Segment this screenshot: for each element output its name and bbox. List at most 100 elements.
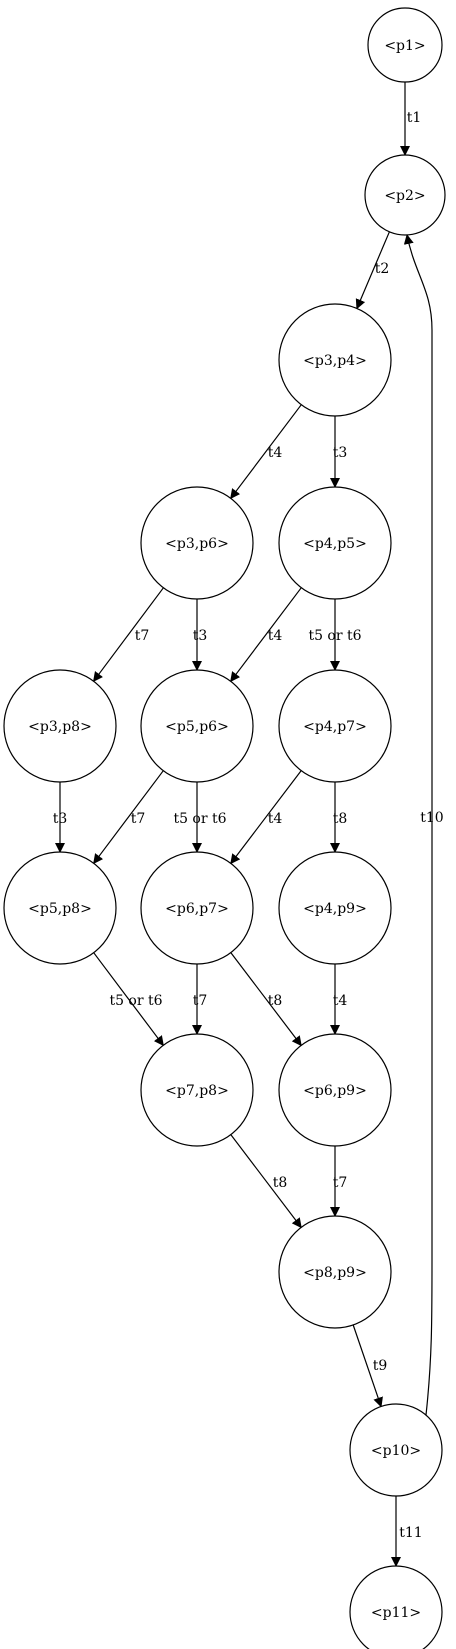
edge-p4p7-to-p4p9: t8 [330,782,348,853]
edge-label: t2 [375,261,390,277]
edge-label: t3 [53,811,68,827]
node-circle [140,486,254,600]
edge-p2-to-p3p4: t2 [355,231,390,310]
node-circle [3,669,117,783]
node-p3p8: <p3,p8> [3,669,117,783]
node-circle [349,1403,443,1497]
edge-label: t5 or t6 [308,628,361,644]
edge-p5p6-to-p6p7: t5 or t6 [173,782,227,853]
edge-label: t3 [333,445,348,461]
node-circle [278,486,392,600]
node-p2: <p2> [364,154,446,236]
node-label: <p5,p8> [28,901,92,917]
node-circle [364,154,446,236]
node-label: <p1> [384,38,425,54]
node-label: <p2> [384,188,425,204]
node-circle [349,1565,443,1649]
edge-p4p9-to-p6p9: t4 [330,964,348,1035]
node-label: <p4,p9> [303,901,367,917]
node-p11: <p11> [349,1565,443,1649]
edge-label: t9 [373,1358,388,1374]
node-label: <p10> [371,1443,421,1459]
node-p5p6: <p5,p6> [140,669,254,783]
edge-label: t4 [268,445,283,461]
edge-label: t7 [193,993,208,1009]
edge-p3p4-to-p3p6: t4 [230,404,302,500]
edge-p8p9-to-p10: t9 [352,1324,388,1408]
edge-label: t4 [268,811,283,827]
edge-line [230,1134,302,1229]
node-circle [140,1033,254,1147]
node-p6p9: <p6,p9> [278,1033,392,1147]
nodes-layer: <p1> <p2> <p3,p4> <p3,p6> <p4,p5> <p3,p8> <p5,… [3,7,446,1649]
node-circle [278,1215,392,1329]
edge-line [352,1324,383,1408]
edge-p10-to-p2: t10 [403,234,444,1416]
edge-line [230,404,302,500]
node-p5p8: <p5,p8> [3,851,117,965]
edge-p6p7-to-p6p9: t8 [230,952,302,1047]
node-label: <p3,p6> [165,536,229,552]
node-label: <p6,p9> [303,1083,367,1099]
node-label: <p5,p6> [165,719,229,735]
edge-p6p9-to-p8p9: t7 [330,1146,348,1217]
edge-line [93,952,164,1047]
edge-p3p8-to-p5p8: t3 [53,782,68,853]
edge-p5p8-to-p7p8: t5 or t6 [93,952,164,1047]
edge-p3p6-to-p3p8: t7 [93,587,164,683]
edge-line [230,952,302,1047]
edges-layer: t1 t2 t4 t3 t7 t3 t4 t5 or t6 t3 t7 t5 or t6 t4 t8 t5… [53,82,444,1567]
node-label: <p3,p4> [303,353,367,369]
edge-p3p4-to-p4p5: t3 [330,416,348,488]
edge-p6p7-to-p7p8: t7 [192,964,208,1035]
node-p6p7: <p6,p7> [140,851,254,965]
node-p4p5: <p4,p5> [278,486,392,600]
node-circle [278,669,392,783]
node-circle [278,1033,392,1147]
edge-line [230,770,302,865]
node-label: <p8,p9> [303,1265,367,1281]
node-circle [140,669,254,783]
node-p4p9: <p4,p9> [278,851,392,965]
edge-label: t11 [399,1525,422,1541]
node-label: <p7,p8> [165,1083,229,1099]
node-circle [140,851,254,965]
edge-line [403,234,433,1416]
node-label: <p4,p7> [303,719,367,735]
edge-label: t5 or t6 [173,811,226,827]
edge-label: t5 or t6 [109,993,162,1009]
edge-label: t1 [407,110,422,126]
edge-p1-to-p2: t1 [400,82,422,156]
edge-p5p6-to-p5p8: t7 [93,770,164,865]
edge-line [355,231,390,310]
edge-label: t7 [131,811,146,827]
node-circle [367,7,443,83]
node-circle [278,851,392,965]
node-p4p7: <p4,p7> [278,669,392,783]
node-label: <p4,p5> [303,536,367,552]
edge-label: t8 [333,811,348,827]
edge-label: t10 [420,810,443,826]
edge-label: t4 [268,628,283,644]
edge-line [93,587,164,683]
node-label: <p11> [371,1605,421,1621]
edge-line [230,587,302,683]
node-label: <p6,p7> [165,901,229,917]
edge-label: t4 [333,993,348,1009]
edge-p10-to-p11: t11 [391,1496,423,1567]
edge-label: t8 [268,993,283,1009]
edge-line [93,770,164,865]
edge-p4p7-to-p6p7: t4 [230,770,302,865]
edge-label: t7 [333,1175,348,1191]
node-circle [3,851,117,965]
node-label: <p3,p8> [28,719,92,735]
edge-p4p5-to-p5p6: t4 [230,587,302,683]
node-p8p9: <p8,p9> [278,1215,392,1329]
node-p3p4: <p3,p4> [278,303,392,417]
node-p1: <p1> [367,7,443,83]
edge-label: t3 [193,628,208,644]
edge-label: t7 [135,628,150,644]
node-p10: <p10> [349,1403,443,1497]
edge-label: t8 [273,1175,288,1191]
